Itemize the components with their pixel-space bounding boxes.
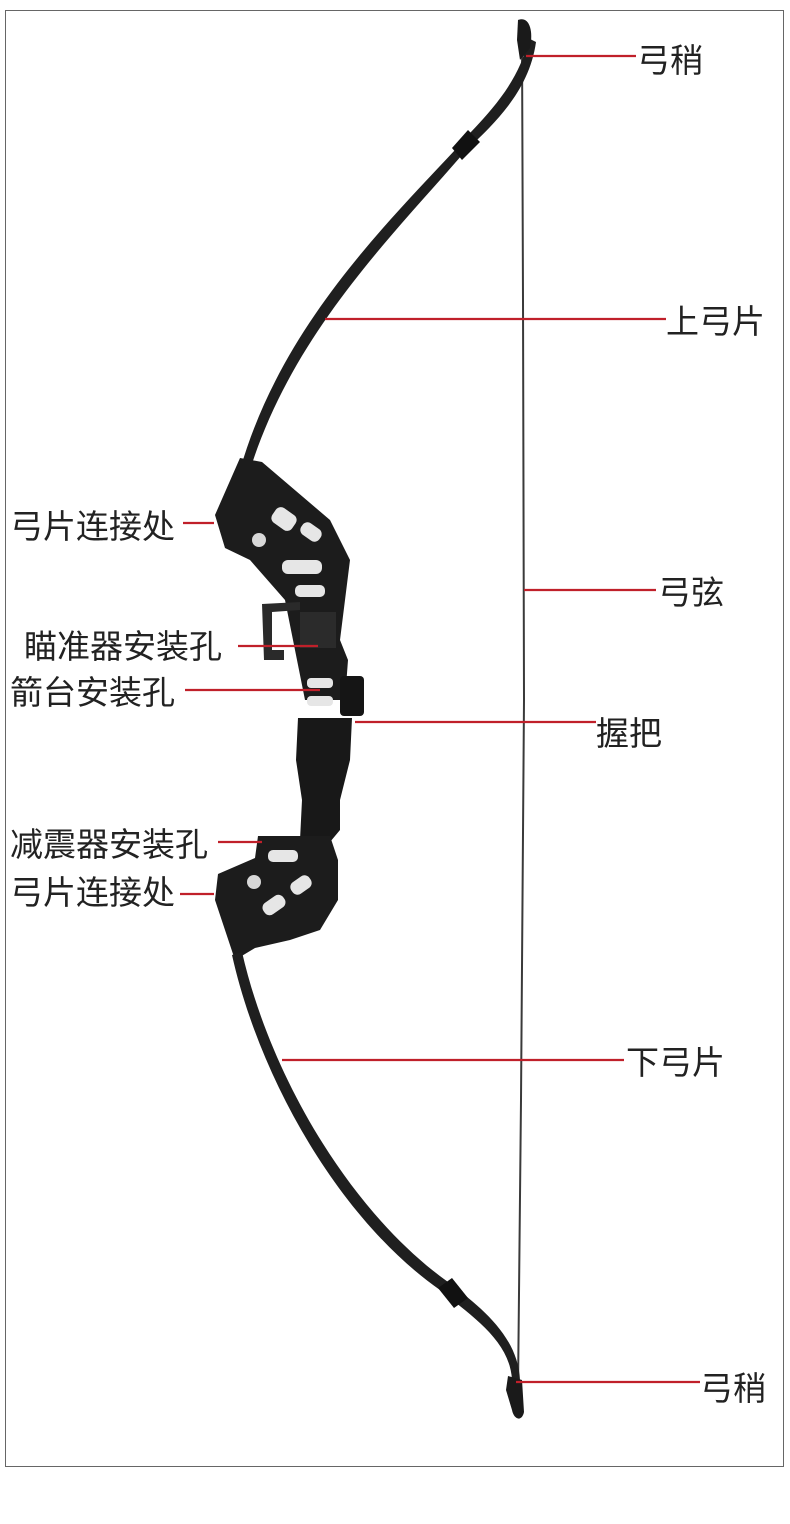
label-arrow-rest-hole: 箭台安装孔 [10, 673, 175, 712]
arrow-rest [340, 676, 364, 716]
label-limb-joint-lower: 弓片连接处 [10, 873, 175, 912]
label-stabilizer-hole: 减震器安装孔 [10, 825, 208, 864]
label-upper-limb: 上弓片 [666, 302, 765, 341]
label-lower-limb: 下弓片 [626, 1043, 725, 1082]
lower-nock [506, 1376, 524, 1419]
riser-cutout [300, 522, 322, 542]
lower-limb-sleeve [438, 1278, 468, 1308]
grip-body [296, 718, 352, 842]
lower-limb [232, 952, 520, 1380]
riser-cutout [268, 850, 298, 862]
label-top-nock: 弓稍 [637, 41, 703, 80]
sight-mount-block [300, 612, 336, 648]
upper-nock [517, 19, 532, 60]
label-bottom-nock: 弓稍 [700, 1369, 766, 1408]
label-grip: 握把 [596, 714, 662, 753]
upper-limb [240, 38, 536, 470]
diagram-frame [5, 10, 784, 1467]
bow-string [517, 39, 526, 1391]
riser-upper [215, 458, 350, 700]
label-bow-string: 弓弦 [658, 573, 724, 612]
riser-bolt [247, 875, 261, 889]
riser-cutout [282, 560, 322, 574]
riser-cutout [262, 894, 286, 916]
riser-cutout [290, 875, 312, 895]
upper-limb-sleeve [452, 130, 480, 160]
label-sight-mount-hole: 瞄准器安装孔 [24, 627, 222, 666]
riser-cutout [271, 507, 297, 531]
riser-cutout [295, 585, 325, 597]
arrow-rest-cutout [307, 696, 333, 706]
arrow-rest-cutout [307, 678, 333, 688]
label-limb-joint-upper: 弓片连接处 [10, 507, 175, 546]
riser-bolt [252, 533, 266, 547]
